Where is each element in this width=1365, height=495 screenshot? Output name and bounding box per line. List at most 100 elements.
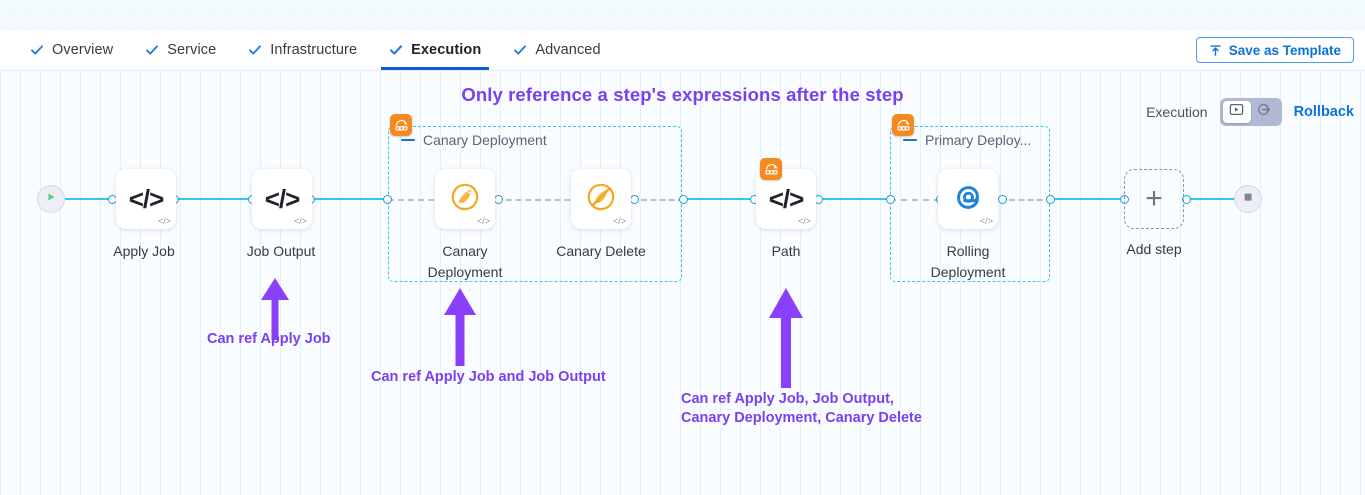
code-icon: </> — [128, 184, 165, 214]
code-corner-icon: </> — [612, 216, 626, 226]
code-icon: </> — [768, 184, 805, 214]
tab-label: Service — [167, 42, 217, 58]
check-icon — [389, 43, 403, 57]
connector-canarydeploy-canarydelete — [496, 199, 580, 201]
check-icon — [30, 43, 44, 57]
step-group-title: Primary Deploy... — [925, 132, 1032, 148]
connector-dot — [1046, 195, 1055, 204]
tab-list: Overview Service Infrastructure Executio… — [0, 30, 617, 70]
code-corner-icon: </> — [157, 216, 171, 226]
step-node-rolling-deployment[interactable]: </> — [938, 169, 998, 229]
step-node-label: Apply Job — [113, 243, 175, 259]
stop-square-icon — [1242, 190, 1254, 208]
tab-label: Infrastructure — [270, 42, 358, 58]
collapse-dash-icon[interactable] — [401, 138, 415, 142]
connector-canarydelete-groupend — [632, 199, 684, 201]
connector-primarygroup-rolling — [890, 199, 940, 201]
tab-label: Advanced — [535, 42, 601, 58]
tab-bar: Overview Service Infrastructure Executio… — [0, 30, 1365, 71]
collapse-dash-icon[interactable] — [903, 138, 917, 142]
code-corner-icon: </> — [979, 216, 993, 226]
connector-dot — [1182, 195, 1191, 204]
annotation-arrow-3 — [768, 288, 804, 393]
annotation-arrow-1 — [260, 278, 290, 345]
code-icon: </> — [264, 184, 301, 214]
toggle-execution-button[interactable] — [1222, 101, 1251, 123]
connector-dot — [998, 195, 1007, 204]
canary-bird-delete-icon — [586, 182, 616, 217]
annotation-arrow-2 — [443, 288, 477, 371]
connector-dot — [679, 195, 688, 204]
connector-path-primarygroup — [816, 198, 892, 200]
step-group-header-canary[interactable]: Canary Deployment — [401, 132, 547, 148]
step-node-label-line1: Canary — [442, 243, 488, 259]
execution-rollback-control: Execution Rollback — [1146, 98, 1354, 126]
tab-label: Overview — [52, 42, 114, 58]
rolling-deployment-icon — [953, 182, 983, 217]
code-corner-icon: </> — [476, 216, 490, 226]
add-step-button[interactable]: + — [1124, 169, 1184, 229]
step-node-canary-deployment[interactable]: </> — [435, 169, 495, 229]
save-as-template-button[interactable]: Save as Template — [1195, 37, 1354, 63]
canvas-top-strip — [0, 0, 1365, 30]
step-group-title: Canary Deployment — [423, 132, 547, 148]
step-node-label: Job Output — [246, 243, 316, 259]
upload-icon — [1209, 44, 1222, 57]
tab-label: Execution — [411, 42, 482, 58]
tab-advanced[interactable]: Advanced — [497, 30, 616, 70]
step-node-label: Canary Delete — [556, 243, 646, 259]
rollback-arrow-icon — [1257, 102, 1272, 122]
page-title: Only reference a step's expressions afte… — [461, 84, 904, 105]
step-node-label-line2: Deployment — [427, 264, 503, 280]
execution-label: Execution — [1146, 104, 1208, 120]
tab-infrastructure[interactable]: Infrastructure — [232, 30, 373, 70]
step-group-primary-deployment[interactable] — [890, 126, 1050, 282]
canary-bird-icon — [450, 182, 480, 217]
connector-start-apply — [56, 198, 116, 200]
connector-joboutput-group — [312, 198, 388, 200]
tab-service[interactable]: Service — [129, 30, 232, 70]
tab-execution[interactable]: Execution — [373, 30, 497, 70]
step-group-icon — [760, 158, 782, 180]
connector-primarygroup-addstep — [1050, 198, 1126, 200]
connector-dot — [494, 195, 503, 204]
connector-rolling-groupend — [1000, 199, 1052, 201]
start-node[interactable] — [37, 185, 65, 213]
annotation-text-2: Can ref Apply Job and Job Output — [371, 369, 606, 385]
code-corner-icon: </> — [293, 216, 307, 226]
code-corner-icon: </> — [797, 216, 811, 226]
connector-group-path — [682, 198, 756, 200]
connector-dot — [383, 195, 392, 204]
check-icon — [248, 43, 262, 57]
annotation-text-3: Can ref Apply Job, Job Output, Canary De… — [681, 391, 922, 426]
connector-addstep-end — [1186, 198, 1236, 200]
step-group-icon — [390, 114, 412, 136]
add-step-label: Add step — [1126, 241, 1182, 257]
step-node-job-output[interactable]: </> </> — [252, 169, 312, 229]
step-node-canary-delete[interactable]: </> — [571, 169, 631, 229]
check-icon — [513, 43, 527, 57]
save-as-template-label: Save as Template — [1228, 42, 1341, 58]
rollback-link[interactable]: Rollback — [1293, 104, 1354, 120]
step-node-label-line1: Rolling — [946, 243, 990, 259]
tab-overview[interactable]: Overview — [14, 30, 129, 70]
step-node-apply-job[interactable]: </> </> — [116, 169, 176, 229]
step-node-label-line2: Deployment — [930, 264, 1006, 280]
execution-mode-toggle[interactable] — [1219, 98, 1282, 126]
plus-icon: + — [1145, 182, 1163, 215]
play-icon — [45, 190, 57, 208]
step-group-canary-deployment[interactable] — [388, 126, 682, 282]
connector-apply-joboutput — [176, 198, 254, 200]
step-group-icon — [892, 114, 914, 136]
connector-dot — [630, 195, 639, 204]
annotation-text-1: Can ref Apply Job — [207, 331, 331, 347]
connector-dot — [886, 195, 895, 204]
step-group-header-primary[interactable]: Primary Deploy... — [903, 132, 1031, 148]
check-icon — [145, 43, 159, 57]
connector-group-canarydeploy — [388, 199, 444, 201]
step-node-label: Path — [771, 243, 801, 259]
toggle-rollback-button[interactable] — [1251, 101, 1279, 123]
end-node[interactable] — [1234, 185, 1262, 213]
